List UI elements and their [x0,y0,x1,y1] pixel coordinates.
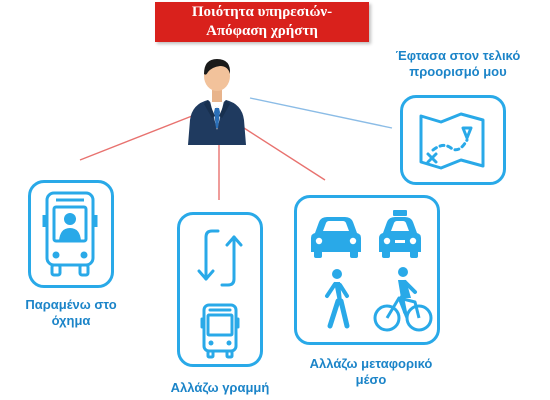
stay-label-line-2: όχημα [51,313,91,328]
change-line-panel [177,212,263,367]
business-user-icon [188,59,246,145]
taxi-icon [379,210,421,258]
arrived-caption: Έφτασα στον τελικό προορισμό μου [378,48,538,80]
arrived-label-line-1: Έφτασα στον τελικό [395,48,521,63]
stay-in-vehicle-panel [28,180,114,288]
change-mode-panel [294,195,440,345]
mode-icons-group [311,210,433,332]
arrived-label-line-2: προορισμό μου [409,64,507,79]
title-line-1: Ποιότητα υπηρεσιών- [191,4,333,20]
title-box: Ποιότητα υπηρεσιών- Απόφαση χρήστη [155,2,369,42]
pedestrian-icon [325,269,350,329]
connector-to-stay [79,115,193,161]
change-line-caption: Αλλάζω γραμμή [150,380,290,396]
change-mode-label-line-1: Αλλάζω μεταφορικό [309,356,433,371]
change-mode-label-line-2: μέσο [355,372,387,387]
title-line-2: Απόφαση χρήστη [206,23,318,39]
destination-map-icon [419,112,485,170]
swap-arrows-bus-icon [197,229,243,359]
stay-label-line-1: Παραμένω στο [25,297,117,312]
arrived-panel [400,95,506,185]
connector-to-change-mode [243,127,326,181]
change-line-label: Αλλάζω γραμμή [170,380,270,395]
bus-with-passenger-icon [42,191,98,277]
car-icon [311,217,361,258]
connector-to-arrived [249,97,393,129]
change-mode-caption: Αλλάζω μεταφορικό μέσο [296,356,446,388]
stay-in-vehicle-caption: Παραμένω στο όχημα [6,297,136,329]
cyclist-icon [373,267,433,332]
